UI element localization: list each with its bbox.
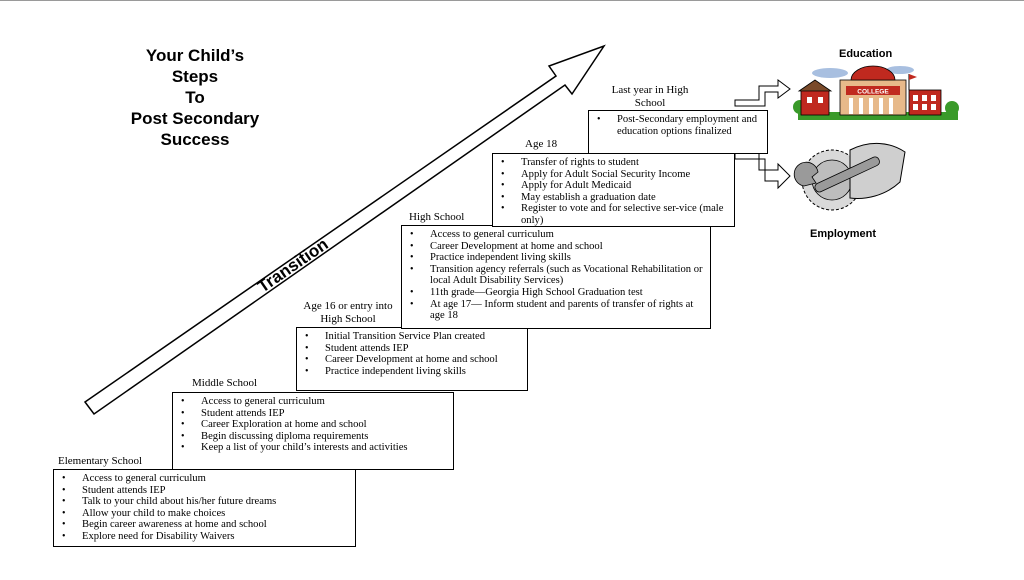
stage-box-high-school: Access to general curriculum Career Deve… xyxy=(401,225,711,329)
stage-label-last-year: Last year in High School xyxy=(611,84,689,109)
education-connector-arrow xyxy=(734,79,791,107)
title-line: To xyxy=(185,88,205,107)
stage-box-age-16: Initial Transition Service Plan created … xyxy=(296,327,528,391)
list-item: 11th grade—Georgia High School Graduatio… xyxy=(406,287,706,299)
list-item: Practice independent living skills xyxy=(406,252,706,264)
college-illustration: COLLEGE xyxy=(793,65,959,120)
stage-item-list: Initial Transition Service Plan created … xyxy=(301,331,523,377)
list-item: Transition agency referrals (such as Voc… xyxy=(406,264,706,287)
top-border-line xyxy=(0,0,1024,1)
stage-box-middle: Access to general curriculum Student att… xyxy=(172,392,454,470)
title-line: Your Child’s xyxy=(145,46,245,65)
stage-box-age-18: Transfer of rights to student Apply for … xyxy=(492,153,735,227)
list-item: Access to general curriculum xyxy=(58,473,351,485)
list-item: Explore need for Disability Waivers xyxy=(58,531,351,543)
list-item: Keep a list of your child’s interests an… xyxy=(177,442,449,454)
list-item: May establish a graduation date xyxy=(497,192,730,204)
list-item: Initial Transition Service Plan created xyxy=(301,331,523,343)
transition-arrow-label: Transition xyxy=(254,235,332,297)
title-line: Post Secondary xyxy=(130,109,260,128)
list-item: Post-Secondary employment and education … xyxy=(593,114,763,137)
stage-item-list: Post-Secondary employment and education … xyxy=(593,114,763,137)
education-label: Education xyxy=(839,48,893,60)
list-item: Practice independent living skills xyxy=(301,366,523,378)
stage-item-list: Transfer of rights to student Apply for … xyxy=(497,157,730,227)
transition-arrow xyxy=(83,44,606,416)
list-item: Student attends IEP xyxy=(301,343,523,355)
stage-label-high-school: High School xyxy=(409,211,465,223)
list-item: Allow your child to make choices xyxy=(58,508,351,520)
list-item: Student attends IEP xyxy=(58,485,351,497)
diagram-title: Your Child’s Steps To Post Secondary Suc… xyxy=(95,45,295,150)
list-item: Access to general curriculum xyxy=(177,396,449,408)
stage-label-age-16: Age 16 or entry into High School xyxy=(303,300,393,325)
list-item: Access to general curriculum xyxy=(406,229,706,241)
list-item: Career Exploration at home and school xyxy=(177,419,449,431)
college-sign: COLLEGE xyxy=(857,89,889,96)
list-item: Student attends IEP xyxy=(177,408,449,420)
list-item: Begin discussing diploma requirements xyxy=(177,431,449,443)
employment-connector-arrow xyxy=(734,152,791,190)
list-item: Apply for Adult Social Security Income xyxy=(497,169,730,181)
list-item: Talk to your child about his/her future … xyxy=(58,496,351,508)
list-item: Apply for Adult Medicaid xyxy=(497,180,730,192)
stage-item-list: Access to general curriculum Student att… xyxy=(58,473,351,543)
list-item: At age 17— Inform student and parents of… xyxy=(406,299,706,322)
stage-item-list: Access to general curriculum Career Deve… xyxy=(406,229,706,322)
wrench-illustration xyxy=(793,143,906,211)
stage-label-middle: Middle School xyxy=(192,377,258,389)
stage-label-age-18: Age 18 xyxy=(525,138,558,150)
employment-label: Employment xyxy=(810,228,877,240)
list-item: Career Development at home and school xyxy=(406,241,706,253)
list-item: Begin career awareness at home and schoo… xyxy=(58,519,351,531)
list-item: Transfer of rights to student xyxy=(497,157,730,169)
title-line: Success xyxy=(160,130,230,149)
list-item: Career Development at home and school xyxy=(301,354,523,366)
stage-item-list: Access to general curriculum Student att… xyxy=(177,396,449,454)
title-line: Steps xyxy=(171,67,219,86)
stage-box-last-year: Post-Secondary employment and education … xyxy=(588,110,768,154)
stage-box-elementary: Access to general curriculum Student att… xyxy=(53,469,356,547)
list-item: Register to vote and for selective ser-v… xyxy=(497,203,730,226)
stage-label-elementary: Elementary School xyxy=(58,455,143,467)
